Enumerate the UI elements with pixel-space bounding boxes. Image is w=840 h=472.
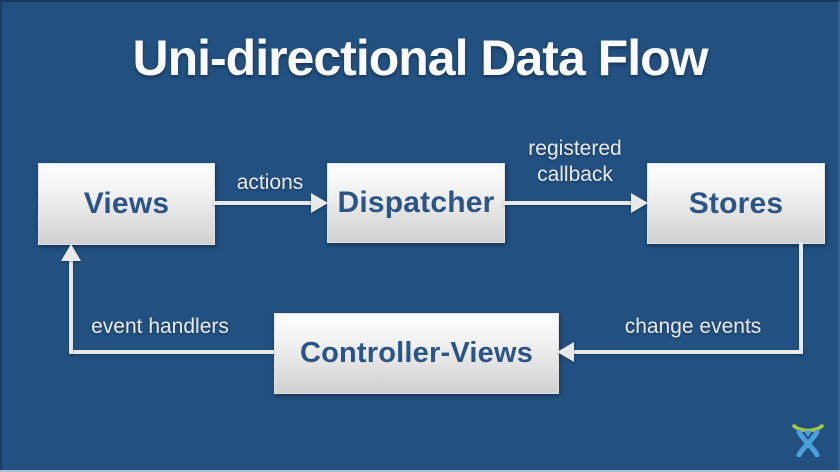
edge-label-registered-callback: registered callback <box>505 136 645 188</box>
node-dispatcher: Dispatcher <box>327 163 505 243</box>
edge-label-actions: actions <box>236 171 304 194</box>
arrowhead-right-icon <box>631 193 648 213</box>
node-views-label: Views <box>83 187 170 220</box>
arrowhead-up-icon <box>61 244 81 261</box>
edge-controller-to-views-hline <box>69 350 274 354</box>
arrowhead-right-icon <box>311 193 328 213</box>
node-dispatcher-label: Dispatcher <box>337 186 495 219</box>
edge-label-event-handlers: event handlers <box>91 315 229 338</box>
node-controller-views: Controller-Views <box>274 313 559 394</box>
edge-views-to-dispatcher-line <box>213 201 312 205</box>
node-stores: Stores <box>647 163 825 244</box>
edge-controller-to-views-vline <box>69 260 73 354</box>
edge-label-registered-line2: callback <box>537 163 613 186</box>
page-title: Uni-directional Data Flow <box>132 30 708 86</box>
edge-stores-to-controller-vline <box>799 242 803 354</box>
edge-label-registered-line1: registered <box>528 137 622 160</box>
edge-dispatcher-to-stores-line <box>503 201 632 205</box>
edge-stores-to-controller-hline <box>574 350 803 354</box>
node-controller-views-label: Controller-Views <box>299 337 534 369</box>
arrowhead-left-icon <box>557 342 574 362</box>
node-views: Views <box>38 163 215 245</box>
edge-label-change-events: change events <box>624 315 762 338</box>
node-stores-label: Stores <box>688 186 784 220</box>
atlassian-logo-icon <box>792 419 824 458</box>
